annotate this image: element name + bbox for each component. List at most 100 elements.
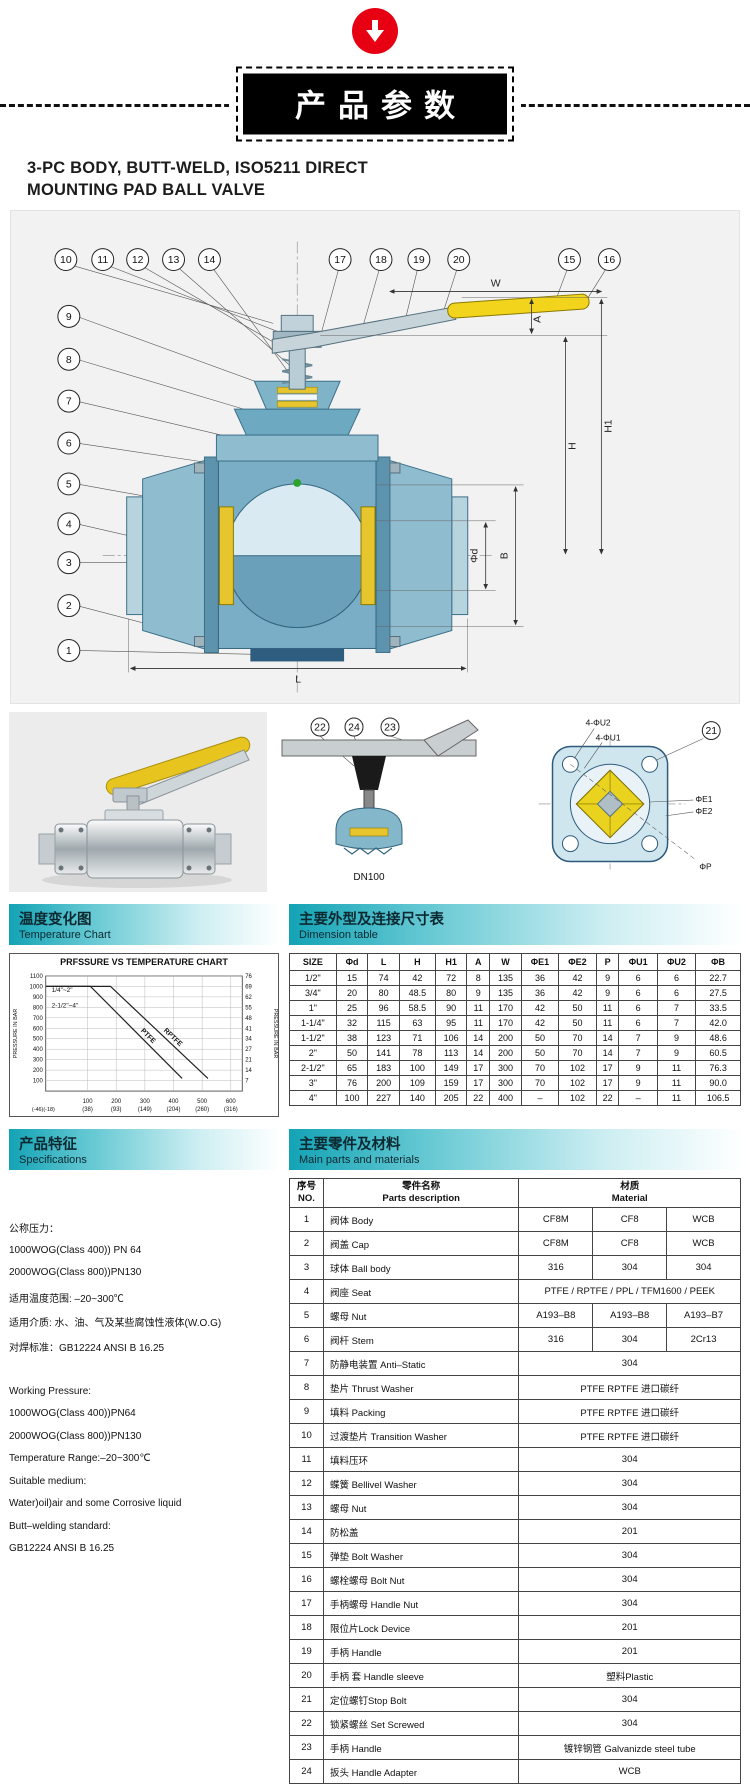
parts-title-en: Main parts and materials	[299, 1154, 420, 1167]
material-cell: 塑料Plastic	[518, 1663, 741, 1689]
material-cell: 2Cr13	[666, 1327, 741, 1353]
dim-value-cell: 205	[434, 1089, 468, 1106]
material-cell: 304	[518, 1351, 741, 1377]
dim-value-cell: 95	[434, 1014, 468, 1031]
dim-value-cell: 36	[520, 984, 560, 1001]
u1-label: 4-ΦU1	[596, 732, 621, 742]
part-name-cell: 防松盖	[322, 1519, 520, 1545]
part-no-cell: 10	[289, 1423, 324, 1449]
dim-value-cell: 300	[489, 1074, 522, 1091]
material-cell: 316	[518, 1255, 594, 1281]
dim-value-cell: 149	[434, 1059, 468, 1076]
temp-chart-title-en: Temperature Chart	[19, 928, 111, 941]
spec-line: Water)oil)air and some Corrosive liquid	[9, 1498, 182, 1510]
dim-size-cell: 1/2"	[289, 969, 337, 986]
page-title: 产品参数	[295, 88, 467, 124]
section-header-temperature-chart: 温度变化图 Temperature Chart	[9, 903, 279, 945]
part-no-cell: 23	[289, 1735, 324, 1761]
u2-label: 4-ΦU2	[586, 717, 611, 727]
dim-value-cell: 7	[618, 1044, 658, 1061]
dim-value-cell: 6	[618, 984, 658, 1001]
chart-title: PRFSSURE VS TEMPERATURE CHART	[60, 956, 228, 967]
dim-value-cell: 115	[367, 1014, 400, 1031]
part-no-cell: 17	[289, 1591, 324, 1617]
callout-8: 8	[66, 354, 72, 365]
dim-col-header: H1	[434, 952, 468, 971]
dim-size-cell: 1-1/4"	[289, 1014, 337, 1031]
dim-value-cell: 8	[466, 969, 491, 986]
dim-value-cell: 11	[656, 1059, 697, 1076]
dim-value-cell: 80	[367, 984, 400, 1001]
dim-value-cell: 17	[466, 1074, 491, 1091]
dim-col-header: Φd	[335, 952, 369, 971]
dim-value-cell: 38	[335, 1029, 369, 1046]
part-name-cell: 螺栓螺母 Bolt Nut	[322, 1567, 520, 1593]
dim-value-cell: 109	[398, 1074, 436, 1091]
e1-label: ΦE1	[695, 794, 712, 804]
down-arrow-icon	[352, 8, 398, 54]
spec-line: 1000WOG(Class 400))PN64	[9, 1408, 136, 1420]
dim-value-cell: 22	[595, 1089, 620, 1106]
svg-text:500: 500	[197, 1099, 208, 1105]
dim-value-cell: 227	[367, 1089, 400, 1106]
dim-label-a: A	[533, 315, 544, 322]
svg-text:300: 300	[140, 1099, 151, 1105]
svg-text:1/4"~2": 1/4"~2"	[52, 986, 74, 993]
dim-value-cell: 140	[398, 1089, 436, 1106]
part-name-cell: 填料压环	[322, 1447, 520, 1473]
svg-text:400: 400	[169, 1099, 180, 1105]
svg-text:300: 300	[33, 1057, 44, 1063]
dim-value-cell: 300	[489, 1059, 522, 1076]
dim-value-cell: 113	[434, 1044, 468, 1061]
dim-value-cell: 14	[466, 1044, 491, 1061]
handle-grip	[447, 293, 590, 319]
section-headers-1: 温度变化图 Temperature Chart 主要外型及连接尺寸表 Dimen…	[0, 903, 750, 945]
dim-value-cell: 14	[595, 1029, 620, 1046]
dim-value-cell: 14	[595, 1044, 620, 1061]
part-no-cell: 11	[289, 1447, 324, 1473]
svg-text:7: 7	[245, 1078, 248, 1084]
svg-text:41: 41	[245, 1026, 252, 1032]
dn100-label: DN100	[353, 872, 385, 883]
dim-value-cell: 123	[367, 1029, 400, 1046]
dim-value-cell: 65	[335, 1059, 369, 1076]
page-title-box: 产品参数	[236, 66, 514, 142]
dim-value-cell: 20	[335, 984, 369, 1001]
flange-top-view-diagram: 4-ΦU2 4-ΦU1 ΦE1 ΦE2 ΦP 21	[491, 712, 741, 892]
svg-text:76: 76	[245, 973, 252, 979]
dim-value-cell: 9	[466, 984, 491, 1001]
product-heading-line1: 3-PC BODY, BUTT-WELD, ISO5211 DIRECT	[27, 159, 368, 177]
part-name-cell: 阀体 Body	[322, 1207, 520, 1233]
dim-value-cell: 36	[520, 969, 560, 986]
part-no-cell: 15	[289, 1543, 324, 1569]
dim-value-cell: 70	[558, 1029, 597, 1046]
part-name-cell: 阀盖 Cap	[322, 1231, 520, 1257]
dim-value-cell: –	[618, 1089, 658, 1106]
dim-value-cell: 78	[398, 1044, 436, 1061]
dim-label-b: B	[500, 552, 511, 559]
part-name-cell: 球体 Ball body	[322, 1255, 520, 1281]
dim-value-cell: 80	[434, 984, 468, 1001]
dim-value-cell: 32	[335, 1014, 369, 1031]
callout-18: 18	[375, 255, 387, 266]
dim-value-cell: 60.5	[695, 1044, 741, 1061]
dim-col-header: W	[489, 952, 522, 971]
svg-text:34: 34	[245, 1036, 252, 1042]
callout-6: 6	[66, 438, 72, 449]
material-cell: A193–B8	[592, 1303, 668, 1329]
spec-line: GB12224 ANSI B 16.25	[9, 1543, 115, 1555]
